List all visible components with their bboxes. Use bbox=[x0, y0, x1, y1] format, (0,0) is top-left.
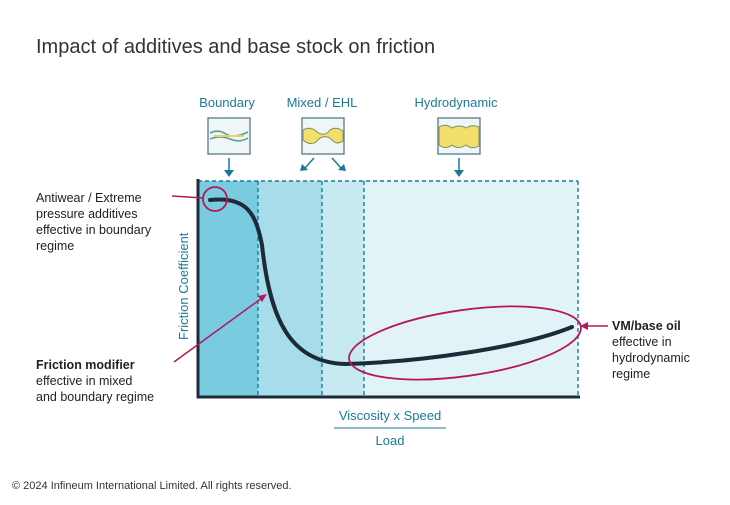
x-axis-denominator: Load bbox=[375, 433, 405, 448]
antiwear-line-4: regime bbox=[36, 239, 75, 253]
antiwear-line-2: pressure additives bbox=[36, 207, 138, 221]
friction-modifier-title: Friction modifier bbox=[36, 358, 135, 372]
antiwear-leader-line bbox=[171, 195, 204, 199]
vm-arrowhead bbox=[580, 322, 588, 330]
vm-title: VM/base oil bbox=[612, 319, 681, 333]
friction-modifier-arrowhead bbox=[258, 294, 267, 302]
vm-highlight-ellipse bbox=[348, 305, 582, 381]
friction-modifier-line-1: effective in mixed bbox=[36, 374, 133, 388]
boundary-region bbox=[198, 181, 258, 397]
y-axis-label: Friction Coefficient bbox=[176, 232, 191, 340]
regime-label-mixed: Mixed / EHL bbox=[286, 95, 358, 110]
vm-line-1: effective in bbox=[612, 335, 672, 349]
regime-label-hydrodynamic: Hydrodynamic bbox=[414, 95, 498, 110]
antiwear-line-1: Antiwear / Extreme bbox=[36, 191, 142, 205]
vm-line-3: regime bbox=[612, 367, 651, 381]
hydrodynamic-region bbox=[364, 181, 578, 397]
copyright-notice: © 2024 Infineum International Limited. A… bbox=[12, 480, 292, 492]
hydrodynamic-film-icon bbox=[437, 117, 481, 155]
antiwear-annotation: Antiwear / Extreme pressure additives ef… bbox=[36, 190, 151, 254]
regime-label-boundary: Boundary bbox=[199, 95, 255, 110]
vm-annotation: VM/base oil effective in hydrodynamic re… bbox=[612, 318, 690, 382]
friction-modifier-line-2: and boundary regime bbox=[36, 390, 155, 404]
antiwear-line-3: effective in boundary bbox=[36, 223, 152, 237]
page-title: Impact of additives and base stock on fr… bbox=[36, 36, 436, 58]
mixed-arrow-left bbox=[304, 157, 315, 169]
antiwear-highlight-circle bbox=[202, 186, 228, 212]
friction-modifier-leader-line bbox=[173, 297, 263, 363]
x-axis-numerator: Viscosity x Speed bbox=[338, 408, 442, 423]
mixed-arrow-right bbox=[331, 157, 342, 169]
friction-modifier-annotation: Friction modifier effective in mixed and… bbox=[36, 357, 154, 405]
boundary-film-icon bbox=[207, 117, 251, 155]
vm-line-2: hydrodynamic bbox=[612, 351, 690, 365]
mixed-film-icon bbox=[301, 117, 345, 155]
stribeck-curve bbox=[208, 197, 574, 367]
